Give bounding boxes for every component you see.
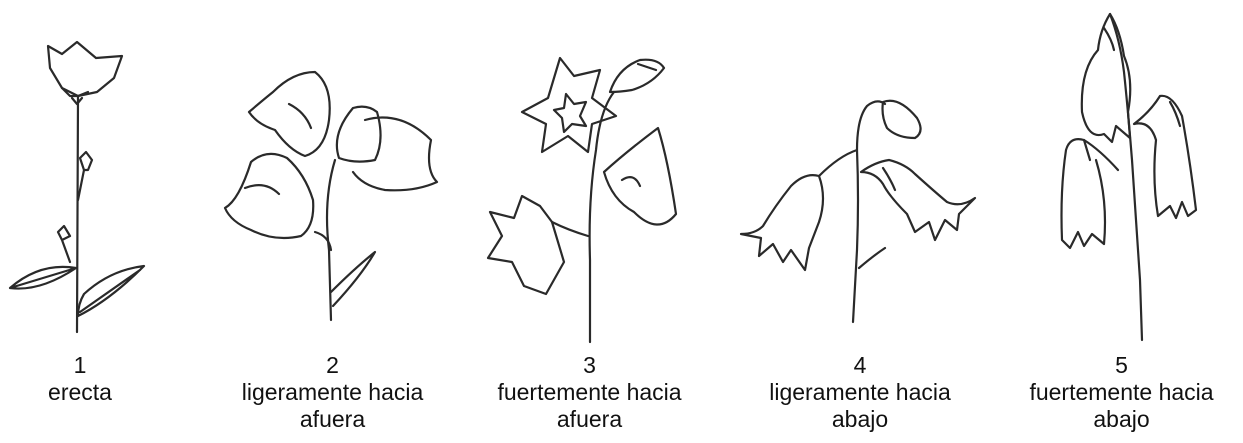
- figure-panel-3: 3 fuertemente hacia afuera: [462, 0, 717, 443]
- caption-1: 1 erecta: [0, 352, 160, 406]
- caption-label-2: abajo: [1093, 406, 1150, 432]
- caption-number: 5: [1115, 352, 1128, 378]
- erect-flower-drawing: [8, 40, 146, 334]
- caption-number: 2: [326, 352, 339, 378]
- strongly-downward-flower-drawing: [1060, 12, 1198, 342]
- caption-label: ligeramente hacia: [241, 379, 424, 405]
- caption-2: 2 ligeramente hacia afuera: [205, 352, 460, 433]
- caption-label: erecta: [48, 379, 112, 405]
- caption-label: fuertemente hacia: [1029, 379, 1214, 405]
- caption-label-2: afuera: [299, 406, 366, 432]
- caption-number: 4: [853, 352, 867, 378]
- caption-5: 5 fuertemente hacia abajo: [1000, 352, 1243, 433]
- caption-4: 4 ligeramente hacia abajo: [735, 352, 985, 433]
- strongly-outward-flower-drawing: [486, 56, 678, 344]
- slightly-downward-flower-drawing: [739, 99, 977, 324]
- caption-label-2: afuera: [556, 406, 623, 432]
- caption-label: fuertemente hacia: [497, 379, 682, 405]
- figure-panel-1: 1 erecta: [0, 0, 160, 443]
- figure-panel-5: 5 fuertemente hacia abajo: [1000, 0, 1243, 443]
- caption-3: 3 fuertemente hacia afuera: [462, 352, 717, 433]
- caption-number: 3: [583, 352, 596, 378]
- figure-panel-2: 2 ligeramente hacia afuera: [205, 0, 460, 443]
- caption-label-2: abajo: [831, 406, 889, 432]
- caption-number: 1: [73, 352, 87, 378]
- caption-label: ligeramente hacia: [769, 379, 951, 405]
- figure-panel-4: 4 ligeramente hacia abajo: [735, 0, 985, 443]
- slightly-outward-flower-drawing: [223, 70, 439, 322]
